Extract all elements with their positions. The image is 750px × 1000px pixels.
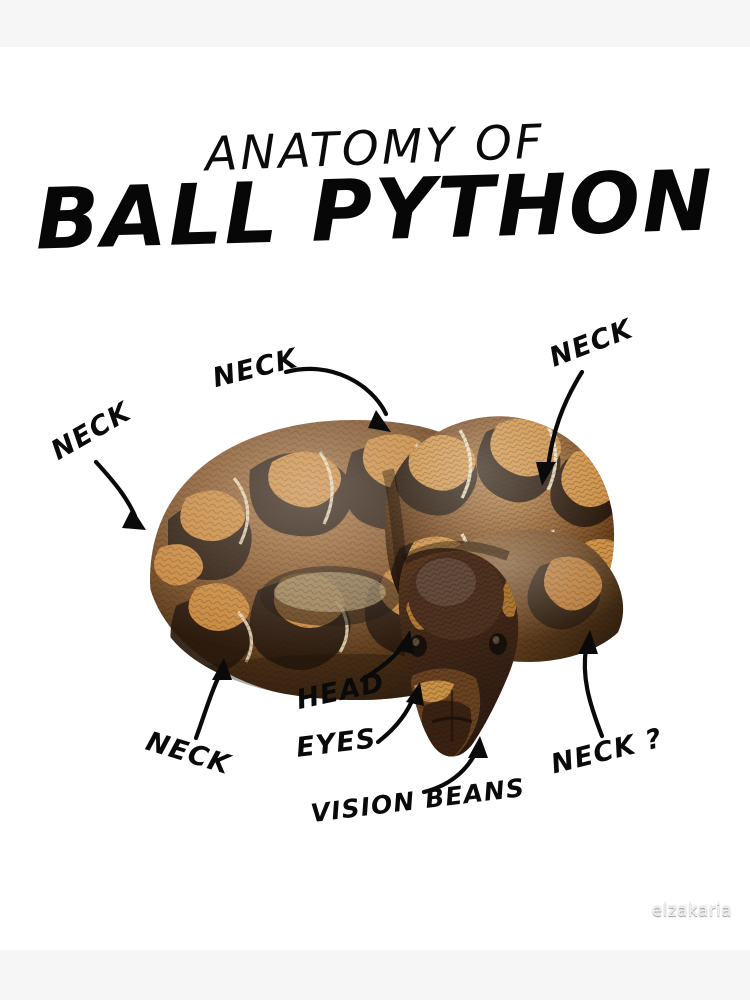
- top-border-band: [0, 0, 750, 47]
- artist-watermark: elzakaria: [651, 901, 732, 921]
- title-line-ball-python: BALL PYTHON: [34, 151, 716, 269]
- bottom-border-band: [0, 950, 750, 1000]
